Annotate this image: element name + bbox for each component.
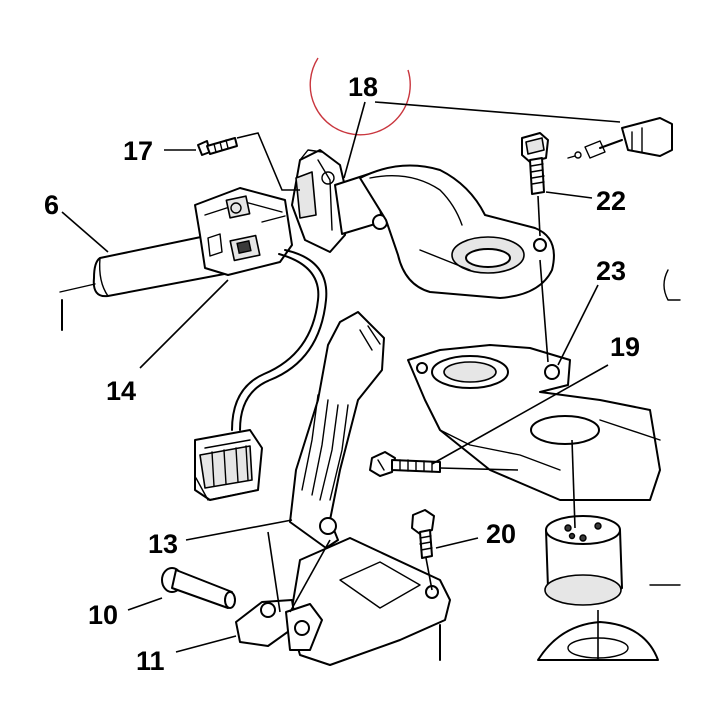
- hinge-bracket: [235, 599, 323, 651]
- stem-bearing: [544, 515, 623, 606]
- switch-housing: [194, 187, 293, 276]
- bolt-17: [197, 137, 238, 156]
- handlebar-grip: [59, 231, 236, 331]
- pivot-pin-10: [161, 567, 236, 609]
- partial-part-right: [649, 269, 681, 586]
- callout-13: 13: [148, 529, 178, 559]
- callout-14: 14: [106, 376, 136, 406]
- switch-wiring: [231, 249, 328, 431]
- callout-10: 10: [88, 600, 118, 630]
- throttle-bracket: [291, 149, 349, 253]
- callout-17: 17: [123, 136, 153, 166]
- callout-19: 19: [610, 332, 640, 362]
- leader-lines: [61, 101, 621, 660]
- callout-11: 11: [136, 646, 165, 676]
- bolt-22: [521, 132, 549, 195]
- callout-23: 23: [596, 256, 626, 286]
- bolt-19: [369, 451, 441, 477]
- throttle-lever: [289, 311, 385, 549]
- highlight-circle: [309, 57, 411, 136]
- wiring-connector: [194, 429, 263, 501]
- bolt-20: [411, 509, 435, 559]
- callout-22: 22: [596, 186, 626, 216]
- handlebar-riser-clamp: [359, 164, 555, 299]
- callout-18: 18: [348, 72, 378, 102]
- throttle-cable: [567, 117, 673, 159]
- callout-6-partial: 6: [44, 190, 59, 220]
- fork-crown-bracket-23: [407, 344, 661, 501]
- callout-20: 20: [486, 519, 516, 549]
